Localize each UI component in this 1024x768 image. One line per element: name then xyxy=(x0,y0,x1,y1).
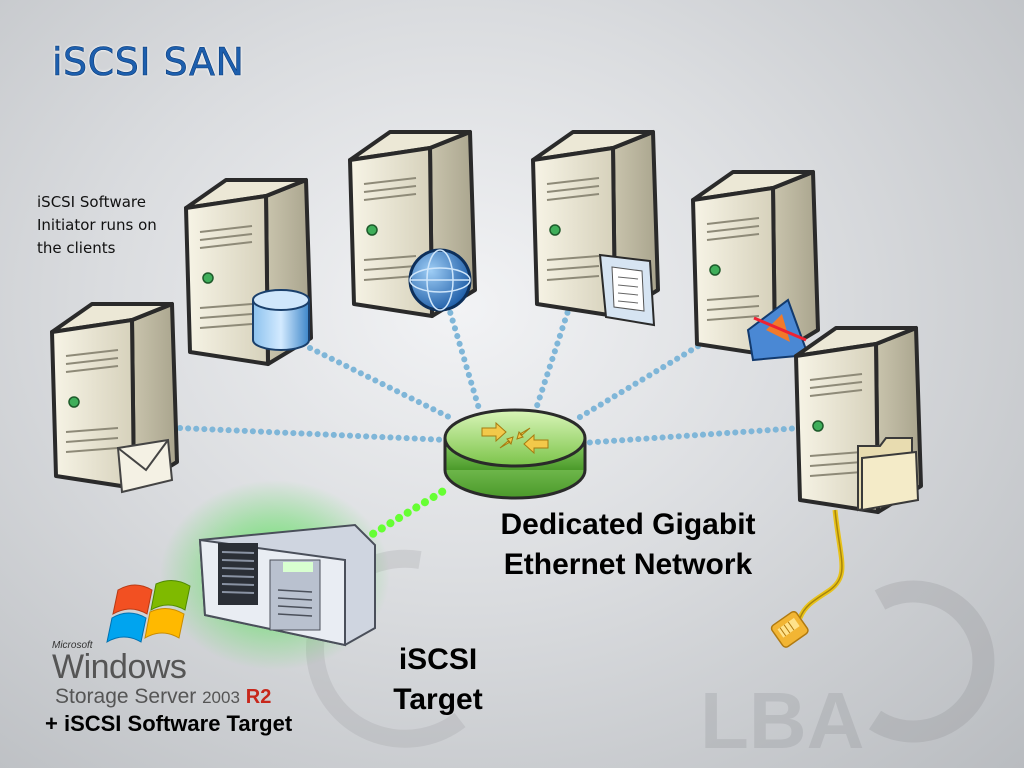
client-server-2 xyxy=(184,178,313,366)
link-client-6 xyxy=(579,425,803,446)
microsoft-wordmark: Microsoft xyxy=(52,640,93,651)
network-label: Dedicated Gigabit Ethernet Network xyxy=(478,505,778,585)
router-icon xyxy=(443,408,587,500)
target-label-line-2: Target xyxy=(393,683,483,716)
storage-target-server xyxy=(160,480,390,670)
initiator-note: iSCSI Software Initiator runs on the cli… xyxy=(37,191,187,260)
target-label-line-1: iSCSI xyxy=(398,643,478,676)
network-links xyxy=(177,302,803,564)
windows-wordmark: Windows xyxy=(52,648,187,686)
client-server-3 xyxy=(348,130,477,318)
storage-server-r2: R2 xyxy=(245,686,272,708)
folder-icon xyxy=(857,437,920,512)
client-server-6 xyxy=(794,326,923,514)
storage-server-line: Storage Server 2003 R2 xyxy=(55,685,271,709)
client-server-5 xyxy=(691,170,820,362)
link-client-5 xyxy=(572,339,708,423)
storage-server-year: 2003 xyxy=(202,688,240,707)
client-server-1 xyxy=(50,302,179,494)
storage-server-text: Storage Server xyxy=(55,685,197,708)
target-label: iSCSI Target xyxy=(383,640,493,720)
note-line-1: iSCSI Software xyxy=(37,193,146,211)
network-label-line-2: Ethernet Network xyxy=(503,548,753,581)
link-client-3 xyxy=(445,302,483,415)
windows-flag-logo xyxy=(106,580,191,644)
page-title: iSCSI SAN xyxy=(52,40,245,85)
network-label-line-1: Dedicated Gigabit xyxy=(500,508,756,541)
envelope-icon xyxy=(116,438,174,494)
link-client-2 xyxy=(307,345,458,423)
note-line-2: Initiator runs on xyxy=(37,216,157,234)
software-target-caption: + iSCSI Software Target xyxy=(45,711,293,736)
watermark-text: LBA xyxy=(700,676,864,765)
note-line-3: the clients xyxy=(37,239,116,257)
document-icon xyxy=(598,253,656,327)
link-client-4 xyxy=(532,302,573,415)
globe-icon xyxy=(408,248,472,312)
client-server-4 xyxy=(531,130,660,327)
ethernet-cable-icon xyxy=(770,509,845,648)
link-client-1 xyxy=(177,425,451,443)
database-icon xyxy=(252,289,310,351)
